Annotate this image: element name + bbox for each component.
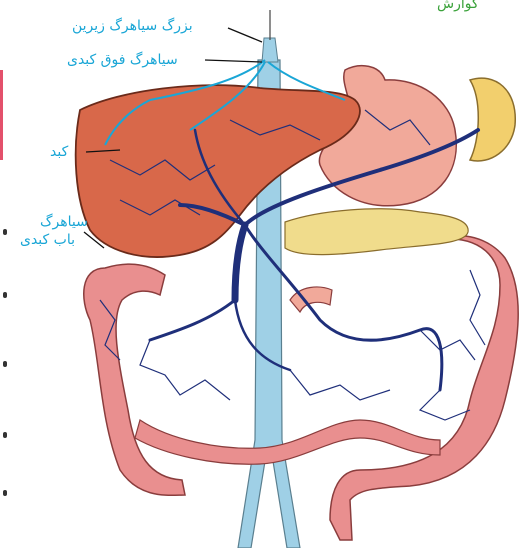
cut-off-heading: گوارش — [437, 0, 479, 13]
label-liver: کبد — [50, 144, 68, 161]
label-inferior-vena-cava: بزرگ سیاهرگ زیرین — [72, 18, 193, 35]
large-intestine — [84, 236, 518, 540]
label-portal-vein-line1: سیاهرگ — [40, 214, 88, 231]
spleen — [470, 78, 515, 161]
pancreas — [285, 209, 468, 255]
label-hepatic-vein: سیاهرگ فوق کبدی — [67, 52, 178, 69]
label-portal-vein-line2: باب کبدی — [20, 232, 75, 249]
